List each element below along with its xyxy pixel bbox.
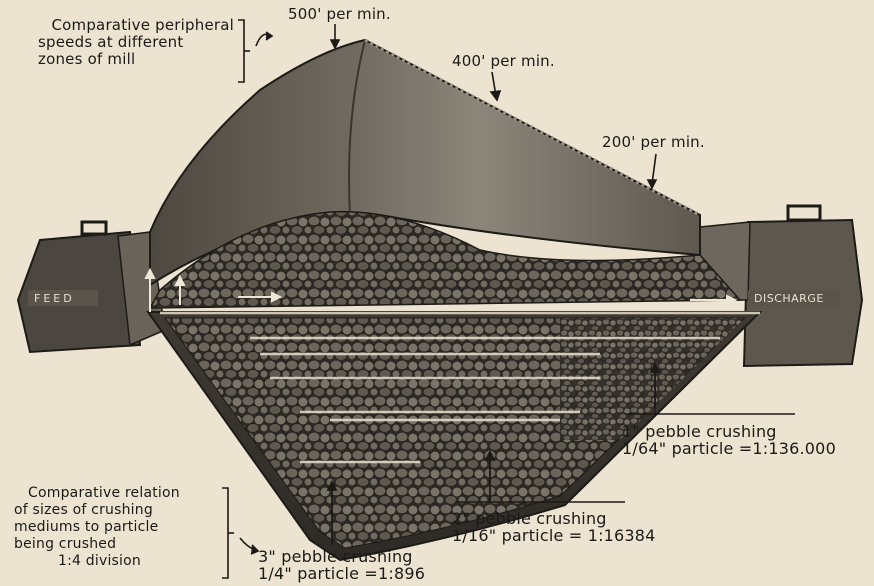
feed-label: FEED [34, 290, 75, 307]
pebble-2-ratio: 1/16" particle = 1:16384 [452, 527, 656, 544]
pebble-2-label: 2" pebble crushing 1/16" particle = 1:16… [452, 510, 656, 544]
peripheral-note-line: Comparative peripheral [38, 17, 234, 34]
feed-housing [18, 222, 165, 352]
discharge-label: DISCHARGE [754, 290, 824, 307]
pebble-1-ratio: 1/64" particle =1:136.000 [622, 440, 836, 457]
speed-400-label: 400' per min. [452, 53, 555, 70]
pebble-3-label: 3" pebble crushing 1/4" particle =1:896 [258, 548, 425, 582]
relation-note-line: Comparative relation [14, 485, 180, 502]
crushing-relation-note: Comparative relation of sizes of crushin… [14, 485, 180, 570]
peripheral-bracket [238, 20, 272, 82]
peripheral-note-line: speeds at different [38, 34, 234, 51]
relation-note-line: of sizes of crushing [14, 502, 180, 519]
pebble-3-ratio: 1/4" particle =1:896 [258, 565, 425, 582]
pebble-2-size: 2" pebble crushing [452, 510, 656, 527]
pebble-1-label: 1" pebble crushing 1/64" particle =1:136… [622, 423, 836, 457]
peripheral-note-line: zones of mill [38, 51, 234, 68]
speed-500-label: 500' per min. [288, 6, 391, 23]
speed-200-label: 200' per min. [602, 134, 705, 151]
relation-note-line: 1:4 division [14, 553, 180, 570]
relation-note-line: mediums to particle [14, 519, 180, 536]
peripheral-speed-note: Comparative peripheral speeds at differe… [38, 17, 234, 68]
pebble-3-size: 3" pebble crushing [258, 548, 425, 565]
relation-note-line: being crushed [14, 536, 180, 553]
relation-bracket [222, 488, 258, 578]
pebble-1-size: 1" pebble crushing [622, 423, 836, 440]
